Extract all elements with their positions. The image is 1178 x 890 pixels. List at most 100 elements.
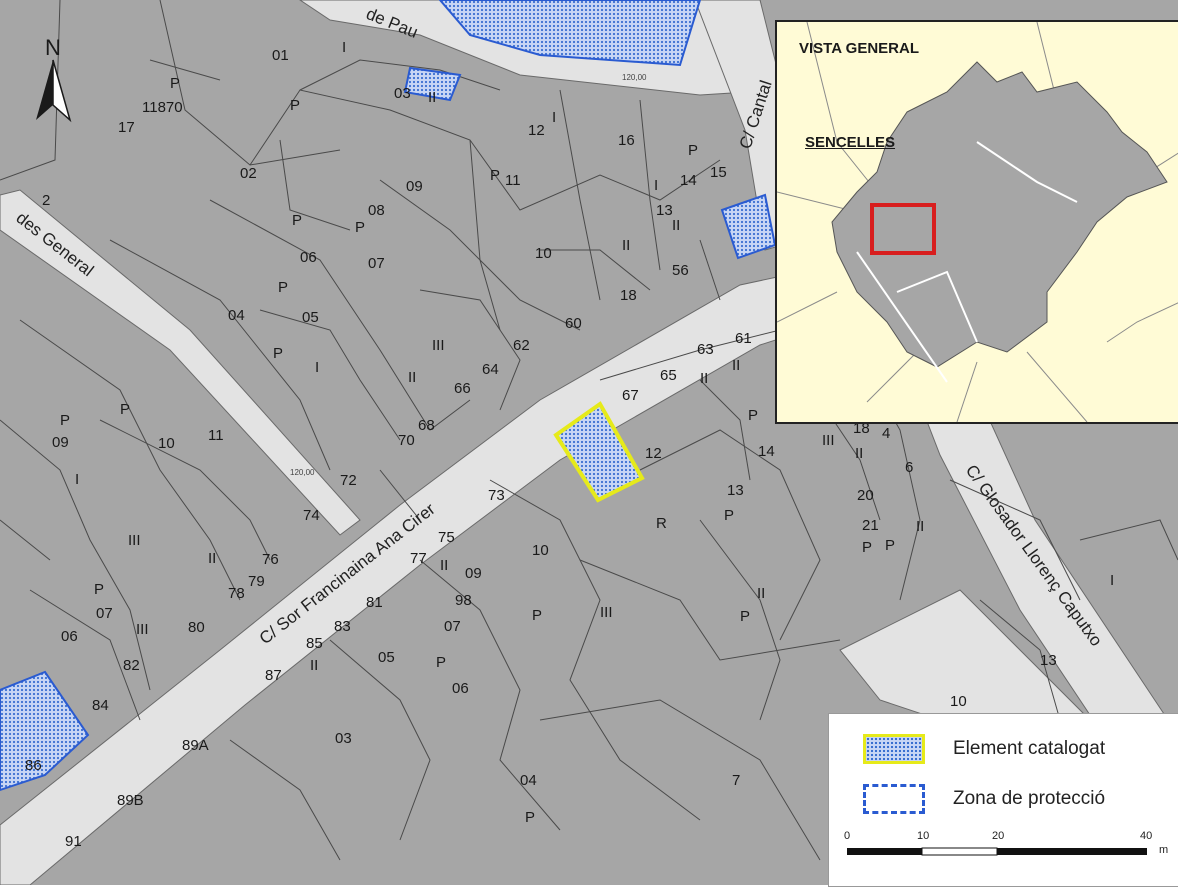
parcel-label: 09 <box>406 178 423 195</box>
scale-bar-graphic <box>847 847 1147 856</box>
parcel-label: 20 <box>857 487 874 504</box>
parcel-label: I <box>75 471 79 488</box>
parcel-label: 05 <box>378 649 395 666</box>
parcel-label: 09 <box>52 434 69 451</box>
parcel-label: 14 <box>680 172 697 189</box>
parcel-label: 89B <box>117 792 144 809</box>
parcel-label: II <box>208 550 216 567</box>
parcel-label: 11 <box>505 172 521 189</box>
parcel-label: P <box>688 142 698 159</box>
elevation-label: 120,00 <box>290 468 315 477</box>
inset-town-label: SENCELLES <box>805 134 896 151</box>
parcel-label: P <box>748 407 758 424</box>
parcel-label: 21 <box>862 517 879 534</box>
town-silhouette <box>831 61 1168 368</box>
parcel-label: 10 <box>950 693 967 710</box>
parcel-label: 65 <box>660 367 677 384</box>
parcel-label: 67 <box>622 387 639 404</box>
parcel-label: 07 <box>368 255 385 272</box>
parcel-label: 60 <box>565 315 582 332</box>
parcel-label: 16 <box>618 132 635 149</box>
parcel-label: 11870 <box>142 99 183 116</box>
parcel-label: P <box>120 401 130 418</box>
parcel-label: II <box>672 217 680 234</box>
parcel-label: 07 <box>96 605 113 622</box>
parcel-label: 72 <box>340 472 357 489</box>
parcel-label: P <box>724 507 734 524</box>
protection-zone-86 <box>0 670 90 792</box>
parcel-label: II <box>732 357 740 374</box>
parcel-label: 17 <box>118 119 135 136</box>
parcel-label: P <box>273 345 283 362</box>
parcel-label: II <box>757 585 765 602</box>
parcel-label: 13 <box>1040 652 1057 669</box>
parcel-label: II <box>408 369 416 386</box>
parcel-label: P <box>94 581 104 598</box>
parcel-label: 06 <box>452 680 469 697</box>
parcel-label: II <box>310 657 318 674</box>
catalogued-element <box>553 401 645 503</box>
parcel-label: II <box>428 89 436 106</box>
parcel-label: I <box>342 39 346 56</box>
parcel-label: II <box>855 445 863 462</box>
parcel-label: II <box>622 237 630 254</box>
parcel-label: P <box>862 539 872 556</box>
parcel-label: 79 <box>248 573 265 590</box>
scale-tick-label: 10 <box>917 830 930 842</box>
parcel-label: P <box>355 219 365 236</box>
parcel-label: 91 <box>65 833 82 850</box>
parcel-label: 13 <box>727 482 744 499</box>
parcel-label: 64 <box>482 361 499 378</box>
parcel-label: III <box>600 604 613 621</box>
scale-tick-label: 20 <box>992 830 1005 842</box>
parcel-label: 10 <box>535 245 552 262</box>
parcel-label: 7 <box>732 772 740 789</box>
protection-zone-03 <box>403 66 462 102</box>
parcel-label: III <box>128 532 141 549</box>
parcel-label: 10 <box>532 542 549 559</box>
legend-item-element-catalogat: Element catalogat <box>863 734 1105 764</box>
parcel-label: P <box>278 279 288 296</box>
parcel-label: P <box>436 654 446 671</box>
parcel-label: 11 <box>208 427 224 444</box>
parcel-label: 03 <box>394 85 411 102</box>
parcel-label: P <box>740 608 750 625</box>
parcel-label: 04 <box>228 307 245 324</box>
element-catalogat-swatch <box>863 734 925 764</box>
parcel-label: 06 <box>300 249 317 266</box>
parcel-label: 12 <box>645 445 662 462</box>
scale-unit: m <box>1159 844 1169 856</box>
parcel-label: 61 <box>735 330 752 347</box>
parcel-label: 66 <box>454 380 471 397</box>
elevation-label: 120,00 <box>622 73 647 82</box>
parcel-label: P <box>525 809 535 826</box>
scale-tick-label: 0 <box>844 830 851 842</box>
parcel-label: 06 <box>61 628 78 645</box>
parcel-label: 82 <box>123 657 140 674</box>
parcel-label: III <box>432 337 445 354</box>
parcel-label: 84 <box>92 697 109 714</box>
parcel-label: 4 <box>882 425 890 442</box>
parcel-label: P <box>885 537 895 554</box>
parcel-label: 12 <box>528 122 545 139</box>
parcel-label: P <box>60 412 70 429</box>
parcel-label: 83 <box>334 618 351 635</box>
parcel-label: I <box>1110 572 1114 589</box>
inset-location-highlight <box>870 203 936 255</box>
parcel-label: I <box>315 359 319 376</box>
parcel-label: 07 <box>444 618 461 635</box>
parcel-label: 6 <box>905 459 913 476</box>
parcel-label: R <box>656 515 667 532</box>
parcel-label: 10 <box>158 435 175 452</box>
scale-bar: 0 10 20 40 m <box>844 830 1168 870</box>
parcel-label: 68 <box>418 417 435 434</box>
map-legend: Element catalogat Zona de protecció 0 10… <box>828 713 1178 887</box>
parcel-label: 86 <box>25 757 42 774</box>
parcel-label: 18 <box>853 420 870 437</box>
parcel-label: 75 <box>438 529 455 546</box>
inset-title: VISTA GENERAL <box>799 40 920 57</box>
parcel-label: P <box>292 212 302 229</box>
overview-inset: VISTA GENERAL SENCELLES <box>775 20 1178 424</box>
parcel-label: 08 <box>368 202 385 219</box>
